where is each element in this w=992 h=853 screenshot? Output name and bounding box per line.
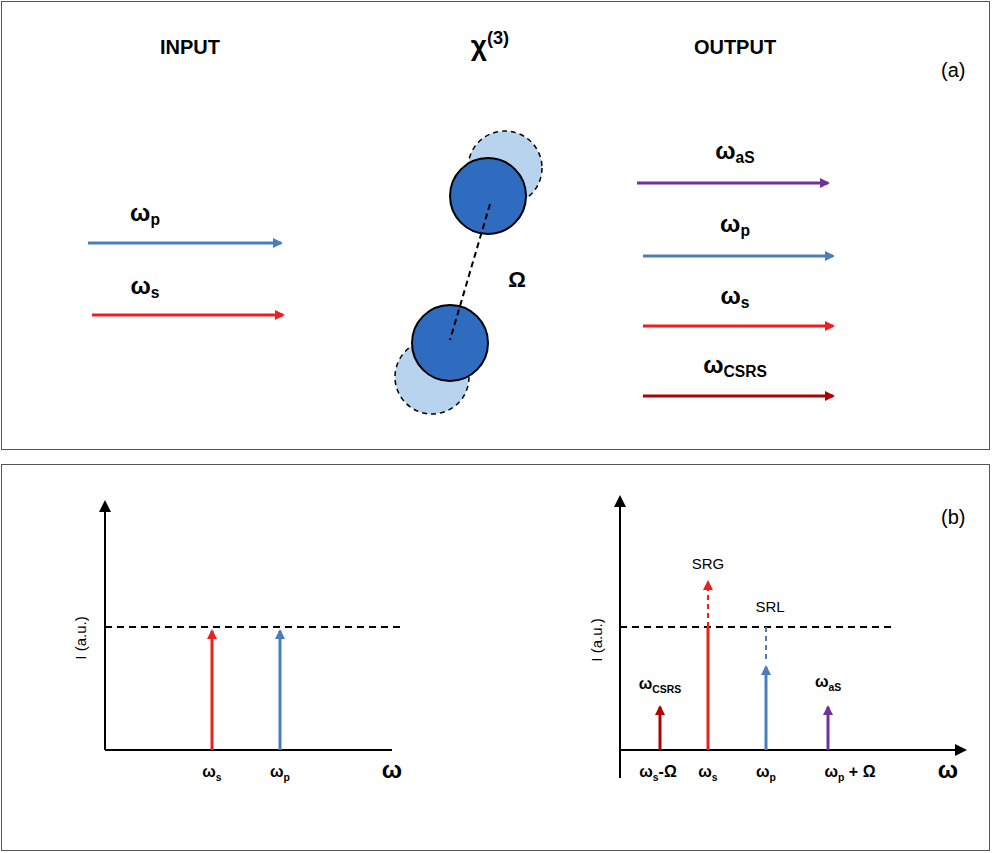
- tick-label: ωp + Ω: [825, 763, 876, 782]
- section-heading: INPUT: [160, 36, 220, 59]
- panel-label: (b): [941, 506, 965, 529]
- beam-label: ωCSRS: [703, 351, 767, 382]
- tick-label: ωs: [202, 763, 221, 782]
- tick-label: ωs: [698, 763, 717, 782]
- beam-label: ωp: [130, 199, 160, 230]
- input-beams: [88, 243, 283, 315]
- mode-label: Ω: [508, 267, 526, 293]
- tick-label: ωs-Ω: [639, 763, 676, 782]
- tick-label: ωp: [756, 763, 776, 782]
- section-heading: χ(3): [471, 28, 509, 62]
- beam-label: ωs: [721, 282, 750, 313]
- beam-label: ωs: [131, 272, 160, 303]
- input-spectrum: [105, 502, 402, 750]
- axis-label: I (a.u.): [72, 616, 89, 659]
- axis-label: ω: [382, 756, 402, 784]
- panel-box: (b): [1, 464, 990, 851]
- peak-label: ωaS: [815, 673, 841, 692]
- axis-label: I (a.u.): [588, 618, 605, 661]
- signal-label: SRG: [692, 555, 725, 572]
- section-heading: OUTPUT: [694, 36, 776, 59]
- peak-label: ωCSRS: [639, 675, 681, 694]
- beam-label: ωaS: [715, 137, 754, 168]
- beam-label: ωp: [720, 210, 750, 241]
- panel-label: (a): [941, 59, 965, 82]
- tick-label: ωp: [270, 763, 290, 782]
- output-spectrum: [620, 497, 965, 778]
- axis-label: ω: [938, 756, 958, 784]
- output-beams: [637, 183, 833, 396]
- signal-label: SRL: [755, 598, 784, 615]
- molecule: [395, 131, 542, 414]
